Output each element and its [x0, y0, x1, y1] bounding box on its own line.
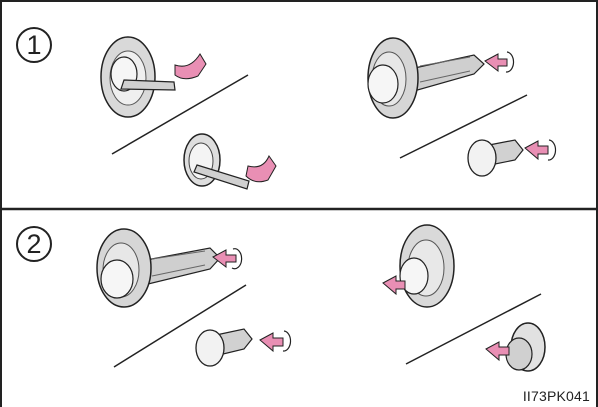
clip-head-bottom-left [196, 329, 252, 366]
clip-socket-bottom-right-top [400, 225, 454, 307]
clip-socket-bottom-right-bottom [506, 323, 545, 371]
push-clip-assembly-bottom-left [97, 229, 220, 307]
clip-socket-with-screwdriver-bottom [184, 134, 249, 189]
pink-arrow-icon [213, 250, 236, 267]
pink-arrow-icon [525, 141, 548, 159]
pink-arrow-icon [246, 156, 276, 182]
pink-arrow-icon [260, 333, 283, 351]
pink-arrow-icon [175, 54, 206, 79]
circular-arrow-icon [283, 331, 291, 351]
clip-socket-with-screwdriver-top [101, 37, 175, 117]
pink-arrow-icon [486, 342, 509, 360]
screwdriver-icon [121, 80, 175, 90]
circular-arrow-icon [548, 140, 556, 160]
figure-code: II73PK041 [523, 388, 590, 404]
clip-head-top [468, 140, 523, 176]
push-clip-assembly-top [368, 38, 484, 118]
pink-arrow-icon [485, 54, 507, 71]
